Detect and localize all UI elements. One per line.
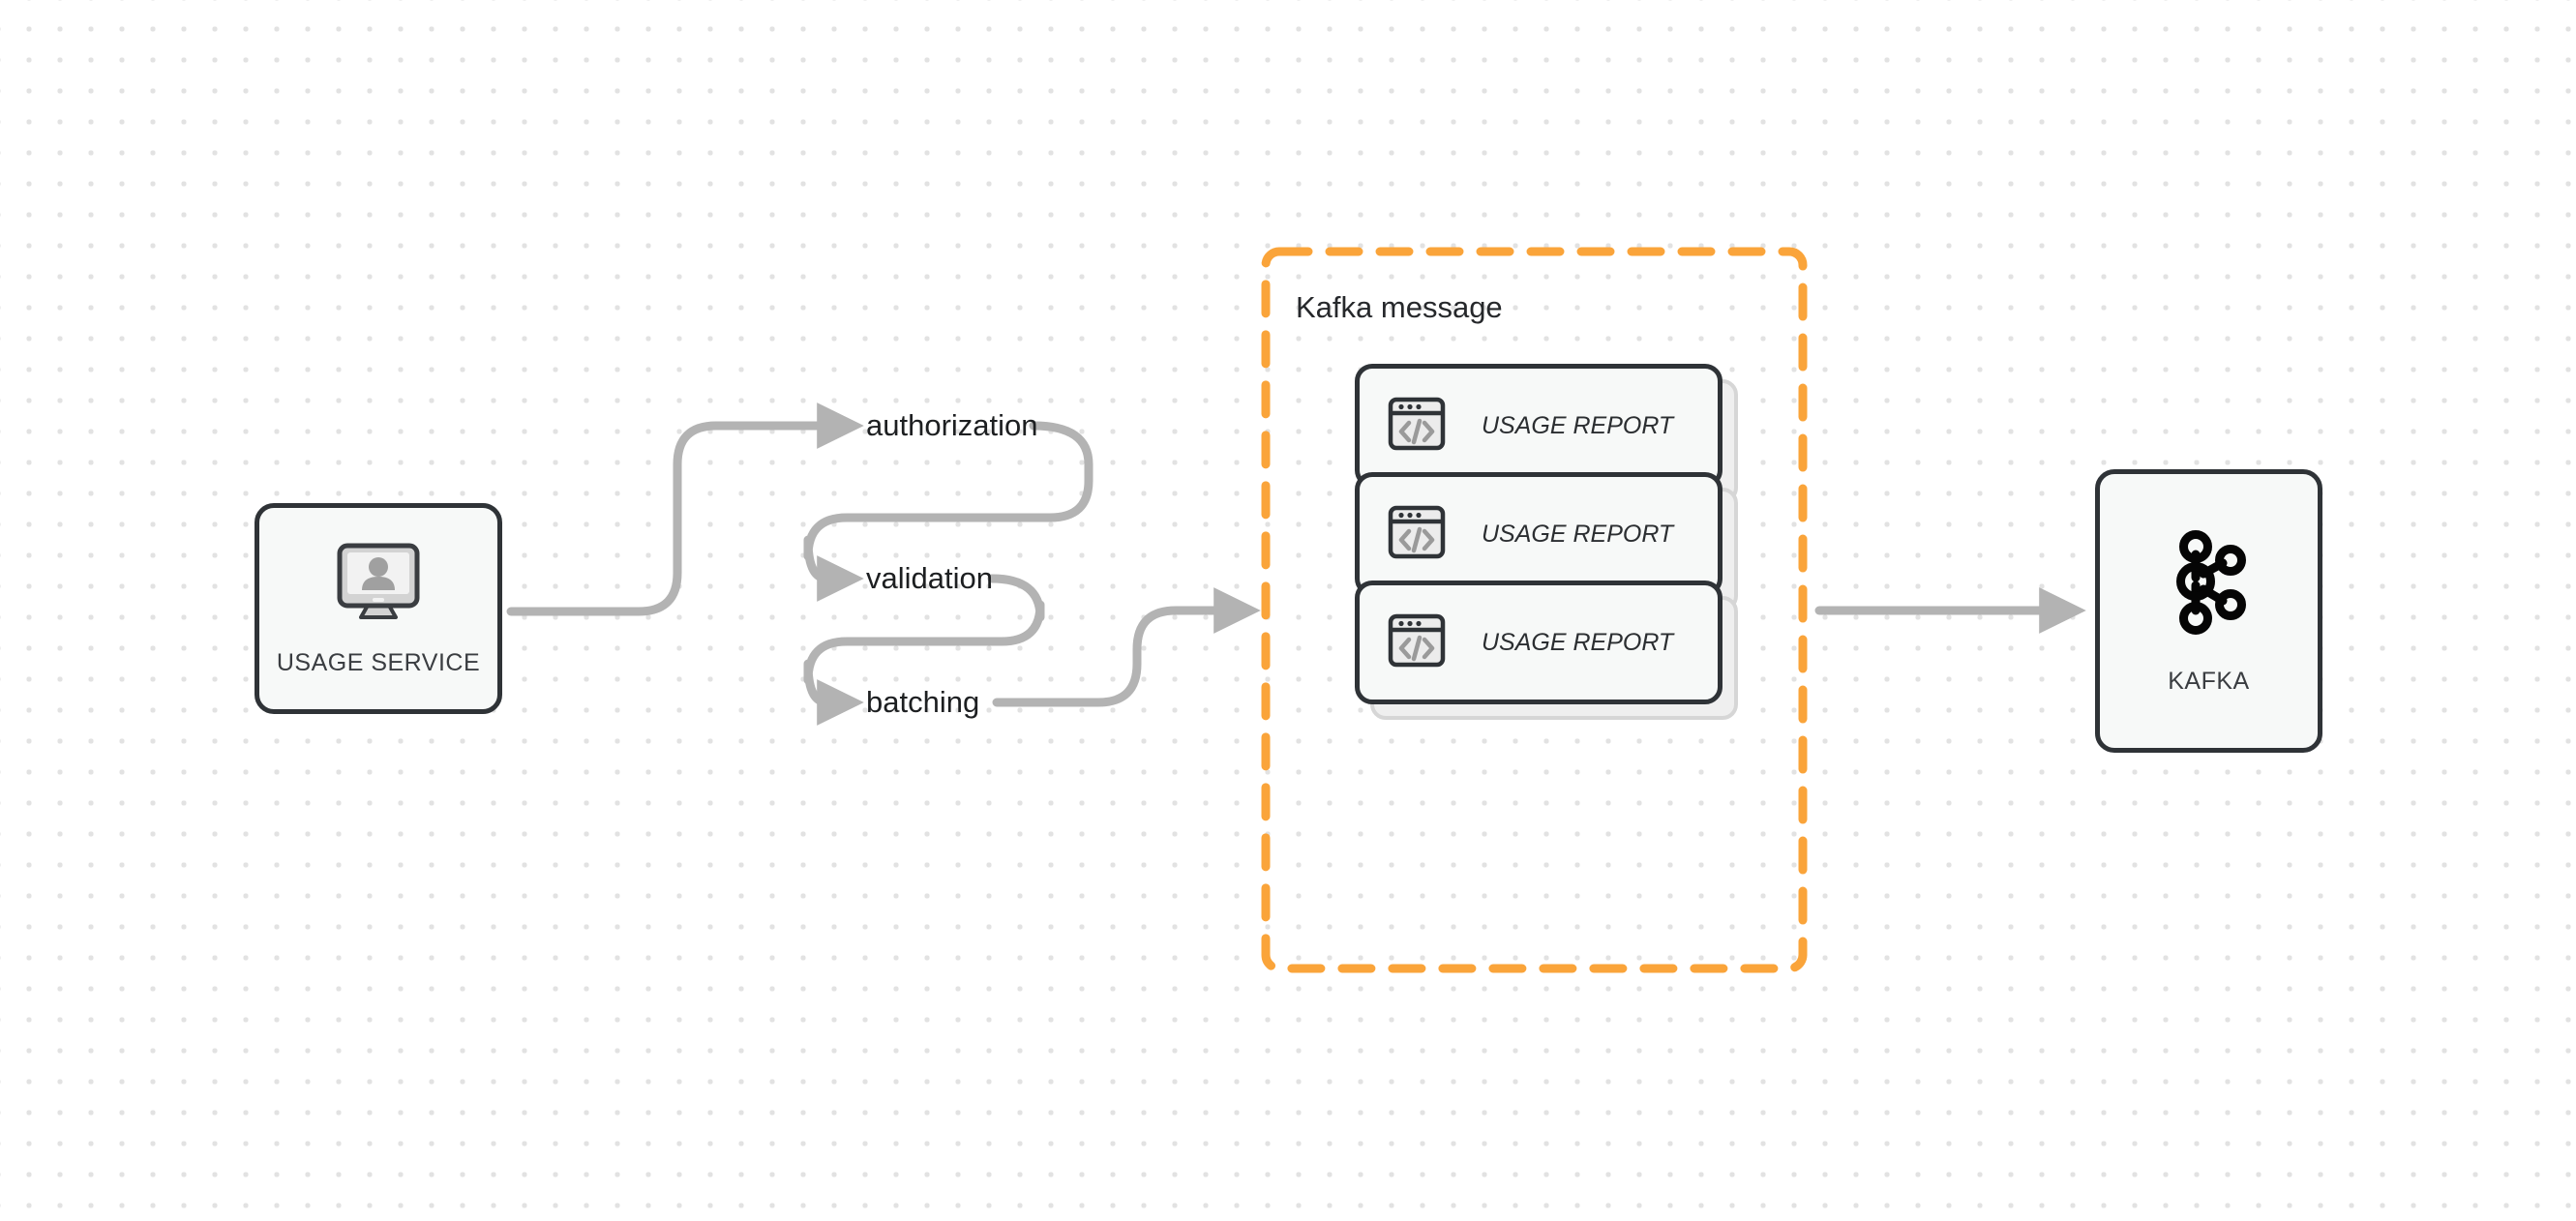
card-label: USAGE REPORT bbox=[1482, 520, 1674, 548]
node-kafka-label: KAFKA bbox=[2168, 667, 2250, 695]
code-window-icon bbox=[1387, 502, 1447, 567]
dashed-border bbox=[1261, 247, 1808, 973]
stage-label-authorization: authorization bbox=[866, 408, 1038, 442]
group-kafka-message: Kafka message USAGE REP bbox=[1261, 247, 1808, 973]
monitor-user-icon bbox=[332, 540, 425, 630]
card-face[interactable]: USAGE REPORT bbox=[1355, 581, 1722, 704]
edge-batching-to-kafka-message bbox=[992, 587, 1261, 707]
edge-authorization-to-validation bbox=[803, 421, 1093, 602]
code-window-icon bbox=[1387, 394, 1447, 459]
card-label: USAGE REPORT bbox=[1482, 628, 1674, 656]
card-usage-report[interactable]: USAGE REPORT bbox=[1355, 364, 1738, 503]
card-usage-report[interactable]: USAGE REPORT bbox=[1355, 472, 1738, 611]
edge-usage-service-to-authorization bbox=[506, 402, 864, 616]
card-face[interactable]: USAGE REPORT bbox=[1355, 472, 1722, 596]
node-kafka[interactable]: KAFKA bbox=[2095, 469, 2322, 753]
node-usage-service-label: USAGE SERVICE bbox=[276, 649, 481, 676]
node-usage-service[interactable]: USAGE SERVICE bbox=[255, 503, 502, 714]
card-face[interactable]: USAGE REPORT bbox=[1355, 364, 1722, 488]
edge-validation-to-batching bbox=[803, 574, 1045, 726]
stage-label-validation: validation bbox=[866, 561, 993, 595]
card-label: USAGE REPORT bbox=[1482, 411, 1674, 439]
kafka-logo-icon bbox=[2161, 527, 2258, 640]
stage-label-batching: batching bbox=[866, 685, 980, 719]
card-usage-report[interactable]: USAGE REPORT bbox=[1355, 581, 1738, 720]
group-kafka-message-title: Kafka message bbox=[1296, 290, 1503, 324]
code-window-icon bbox=[1387, 610, 1447, 675]
